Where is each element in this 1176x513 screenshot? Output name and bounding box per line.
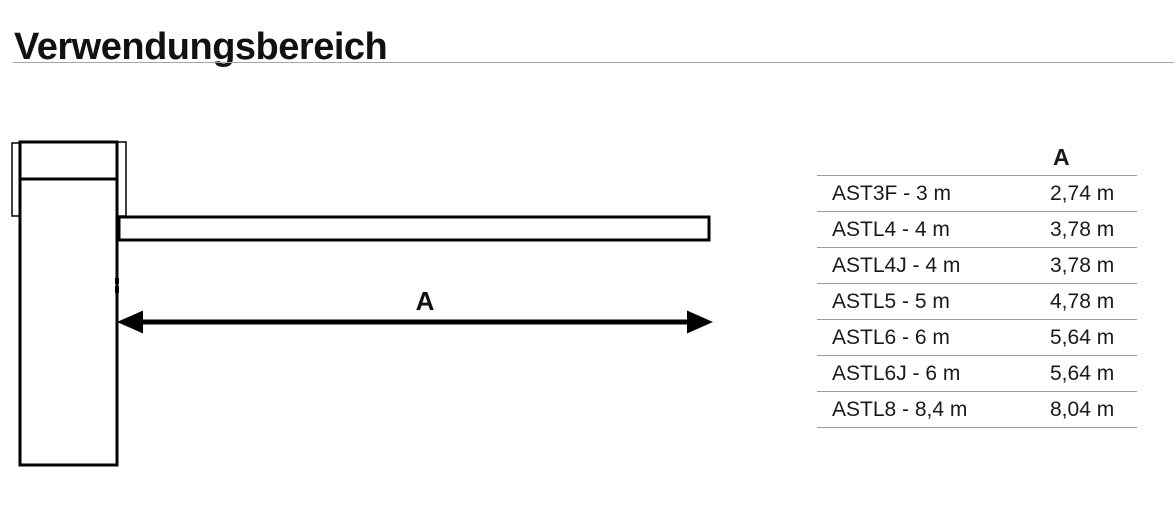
value-a-cell: 5,64 m xyxy=(1050,319,1137,356)
barrier-diagram-svg xyxy=(11,140,713,467)
header-cell-model xyxy=(817,140,1050,176)
arrowhead-right-icon xyxy=(687,310,713,334)
arrowhead-left-icon xyxy=(117,310,143,334)
table-row: ASTL6 - 6 m 5,64 m xyxy=(817,319,1137,356)
table-row: ASTL4 - 4 m 3,78 m xyxy=(817,211,1137,248)
value-a-cell: 5,64 m xyxy=(1050,355,1137,392)
barrier-cabinet xyxy=(18,140,119,467)
model-cell: AST3F - 3 m xyxy=(817,175,1050,212)
model-cell: ASTL6 - 6 m xyxy=(817,319,1050,356)
dimension-label-a: A xyxy=(415,286,435,316)
table-header-row: A xyxy=(817,140,1137,176)
title-divider xyxy=(13,62,1174,63)
page-title: Verwendungsbereich xyxy=(14,26,388,69)
table-row: ASTL6J - 6 m 5,64 m xyxy=(817,355,1137,392)
header-cell-a: A xyxy=(1050,140,1137,176)
spec-table: A AST3F - 3 m 2,74 m ASTL4 - 4 m 3,78 m … xyxy=(817,140,1137,428)
value-a-cell: 4,78 m xyxy=(1050,283,1137,320)
barrier-boom xyxy=(117,215,711,242)
table-row: ASTL8 - 8,4 m 8,04 m xyxy=(817,391,1137,428)
table-row: ASTL4J - 4 m 3,78 m xyxy=(817,247,1137,284)
model-cell: ASTL6J - 6 m xyxy=(817,355,1050,392)
model-cell: ASTL8 - 8,4 m xyxy=(817,391,1050,428)
barrier-diagram: A xyxy=(11,140,713,467)
value-a-cell: 3,78 m xyxy=(1050,247,1137,284)
value-a-cell: 8,04 m xyxy=(1050,391,1137,428)
table-row: ASTL5 - 5 m 4,78 m xyxy=(817,283,1137,320)
table-row: AST3F - 3 m 2,74 m xyxy=(817,175,1137,212)
model-cell: ASTL4J - 4 m xyxy=(817,247,1050,284)
value-a-cell: 2,74 m xyxy=(1050,175,1137,212)
clipped-glyph xyxy=(115,278,119,293)
dimension-arrow xyxy=(117,310,713,334)
value-a-cell: 3,78 m xyxy=(1050,211,1137,248)
model-cell: ASTL5 - 5 m xyxy=(817,283,1050,320)
model-cell: ASTL4 - 4 m xyxy=(817,211,1050,248)
